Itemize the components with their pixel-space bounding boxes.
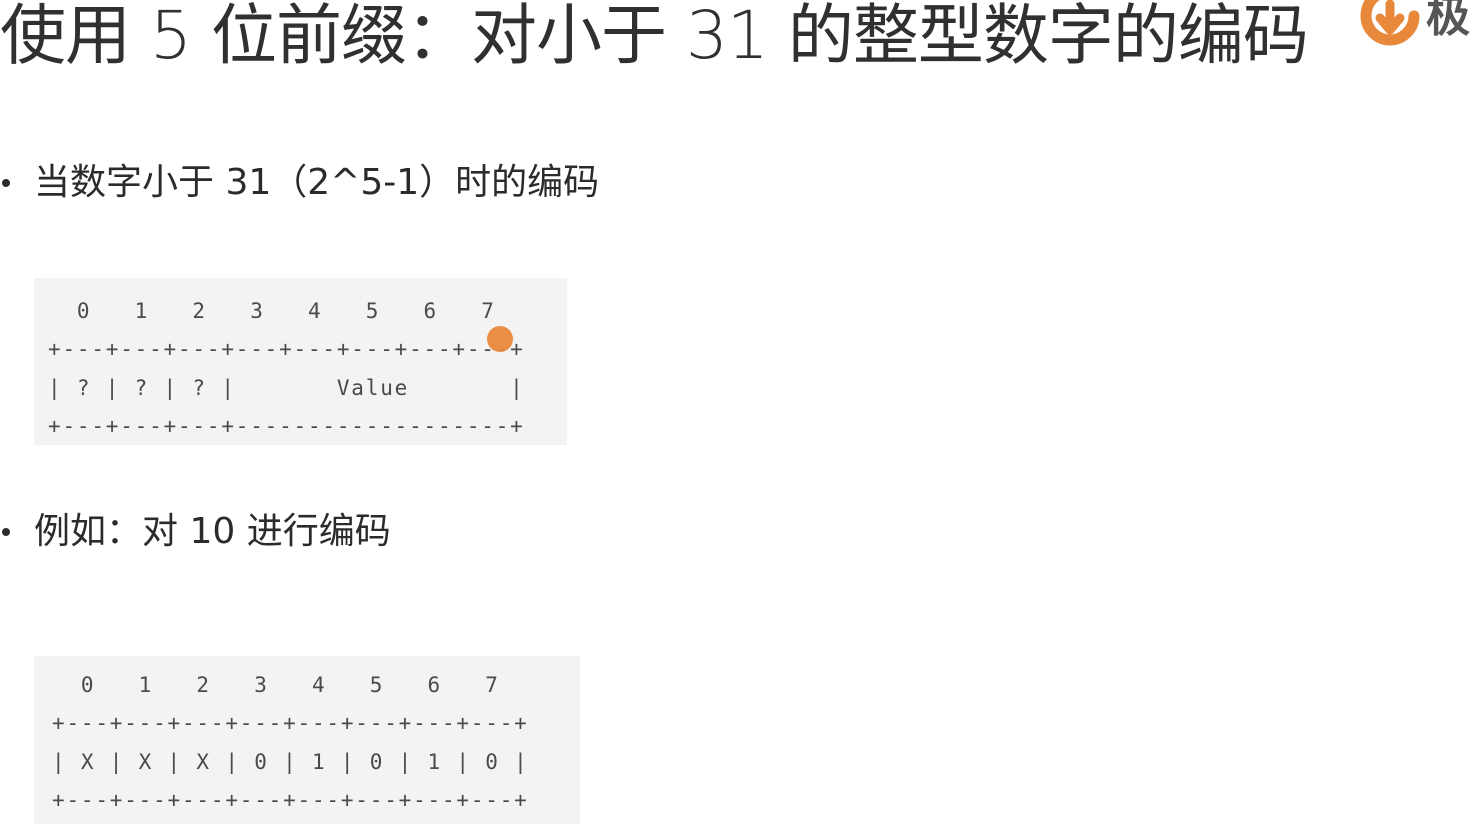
- diagram-border-bottom: +---+---+---+-------------------+: [48, 414, 525, 438]
- diagram-bit-index-row: 0 1 2 3 4 5 6 7: [48, 299, 496, 323]
- slide-title: 使用 5 位前缀：对小于 31 的整型数字的编码: [0, 0, 1309, 74]
- pointer-cursor-icon: [487, 326, 513, 352]
- brand-name: 极: [1426, 0, 1470, 42]
- diagram-border-top: +---+---+---+---+---+---+---+---+: [48, 337, 525, 361]
- diagram-border-top: +---+---+---+---+---+---+---+---+: [52, 711, 529, 735]
- brand-logo-icon: [1360, 0, 1420, 46]
- bullet-dot-icon: [2, 179, 10, 187]
- example-encoding-diagram: 0 1 2 3 4 5 6 7 +---+---+---+---+---+---…: [34, 656, 580, 824]
- diagram-bits-row: | X | X | X | 0 | 1 | 0 | 1 | 0 |: [52, 750, 529, 774]
- bullet-text: 当数字小于 31（2^5-1）时的编码: [34, 162, 600, 203]
- bullet-item-format: 当数字小于 31（2^5-1）时的编码: [0, 159, 599, 207]
- diagram-value-row: | ? | ? | ? | Value |: [48, 376, 525, 400]
- bullet-item-example: 例如：对 10 进行编码: [0, 508, 391, 556]
- bullet-text: 例如：对 10 进行编码: [34, 511, 391, 552]
- bullet-dot-icon: [2, 528, 10, 536]
- prefix-format-diagram: 0 1 2 3 4 5 6 7 +---+---+---+---+---+---…: [34, 278, 567, 445]
- diagram-bit-index-row: 0 1 2 3 4 5 6 7: [52, 673, 500, 697]
- diagram-border-bottom: +---+---+---+---+---+---+---+---+: [52, 788, 529, 812]
